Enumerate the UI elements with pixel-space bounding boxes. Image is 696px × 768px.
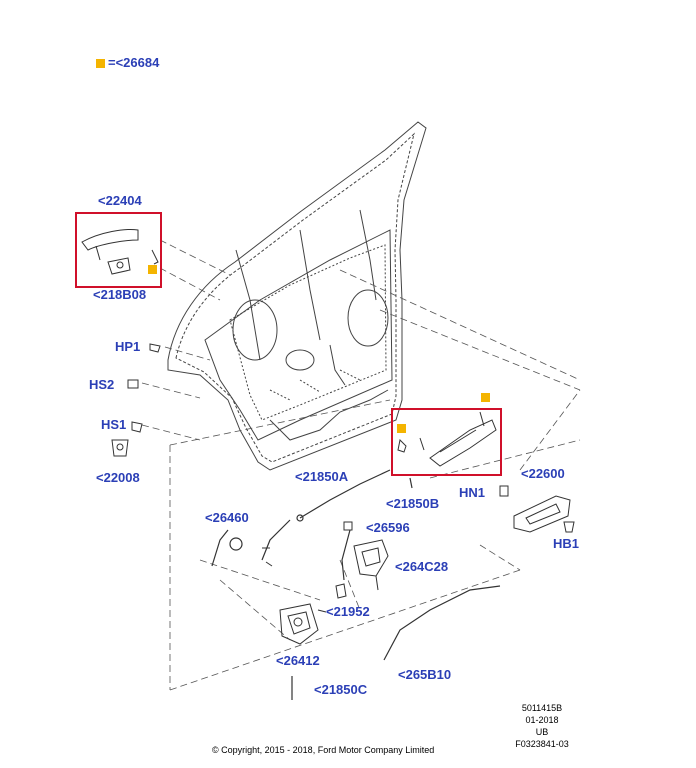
- marker-carrier-left: [397, 424, 406, 433]
- guide-lines: [141, 239, 581, 691]
- label-HN1: HN1: [459, 485, 486, 500]
- label-21850B: <21850B: [386, 496, 440, 511]
- label-HS1: HS1: [101, 417, 127, 432]
- label-HP1: HP1: [115, 339, 141, 354]
- label-HB1: HB1: [553, 536, 580, 551]
- cables: [211, 469, 501, 700]
- info-line: F0323841-03: [515, 739, 569, 749]
- label-22404: <22404: [98, 193, 142, 208]
- label-265B10: <265B10: [398, 667, 452, 682]
- info-line: 01-2018: [525, 715, 559, 725]
- label-22600: <22600: [521, 466, 565, 481]
- info-line: UB: [535, 727, 549, 737]
- label-21850C: <21850C: [314, 682, 368, 697]
- label-26460: <26460: [205, 510, 249, 525]
- highlight-box-front-handle: [75, 212, 162, 288]
- copyright-text: © Copyright, 2015 - 2018, Ford Motor Com…: [212, 745, 435, 755]
- handle-carrier: [397, 411, 497, 467]
- label-26412: <26412: [276, 653, 320, 668]
- marker-carrier-top: [481, 393, 490, 402]
- info-line: 5011415B: [521, 703, 563, 713]
- lock-actuator: [335, 539, 389, 599]
- legend-text: =<26684: [108, 55, 160, 70]
- info-block: 5011415B 01-2018 UB F0323841-03: [510, 702, 574, 750]
- highlight-box-handle-carrier: [391, 408, 502, 476]
- label-22008: <22008: [96, 470, 140, 485]
- label-26596: <26596: [366, 520, 410, 535]
- label-264C28: <264C28: [395, 559, 449, 574]
- clips: [262, 521, 353, 567]
- interior-handle: [499, 485, 575, 533]
- label-21850A: <21850A: [295, 469, 349, 484]
- legend-marker: [96, 59, 105, 68]
- door-latch: [279, 603, 327, 645]
- label-HS2: HS2: [89, 377, 115, 392]
- exterior-handle-front: [81, 229, 139, 275]
- marker-front-handle: [148, 265, 157, 274]
- label-218B08: <218B08: [93, 287, 147, 302]
- label-21952: <21952: [326, 604, 370, 619]
- door-panel: [167, 121, 427, 471]
- fasteners-left: [111, 249, 161, 457]
